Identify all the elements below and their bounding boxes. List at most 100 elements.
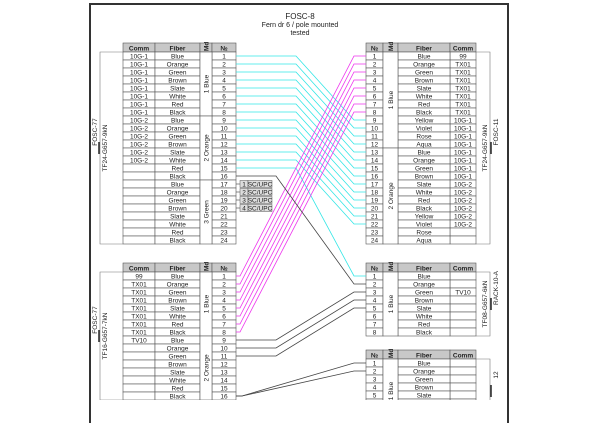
table-cell: [122, 179, 156, 189]
fiber-cell: White: [416, 190, 433, 197]
fiber-number: 13: [220, 150, 228, 157]
fiber-cell: Slate: [417, 182, 432, 189]
fiber-cell: Green: [168, 134, 186, 141]
fiber-cell: Brown: [415, 298, 434, 305]
comm-cell: 10G-1: [130, 110, 148, 117]
table-cell: [122, 383, 156, 393]
fiber-number: 3: [222, 290, 226, 297]
fiber-number: 21: [371, 214, 379, 221]
fiber-cell: Red: [418, 198, 430, 205]
column-header-label: Fiber: [416, 353, 432, 360]
fiber-cell: Blue: [417, 54, 430, 61]
comm-cell: 10G-1: [454, 134, 472, 141]
fiber-cell: Slate: [170, 86, 185, 93]
fiber-cell: Orange: [167, 190, 189, 197]
cable-label: TF16-G657-7kN: [102, 312, 109, 359]
fiber-number: 20: [220, 206, 228, 213]
comm-cell: 10G-2: [130, 118, 148, 125]
fiber-cell: Red: [418, 102, 430, 109]
column-header-label: Md: [388, 42, 395, 51]
cable-label: TF08-G657-6kN: [482, 280, 489, 327]
fiber-number: 8: [373, 110, 377, 117]
table-cell: [449, 279, 477, 289]
fiber-number: 15: [371, 166, 379, 173]
fiber-cell: Brown: [168, 142, 187, 149]
cable-bracket: [99, 51, 123, 245]
column-header-label: Fiber: [170, 266, 186, 273]
fiber-link: [236, 71, 366, 293]
fiber-cell: Black: [170, 110, 187, 117]
table-cell: [449, 382, 477, 392]
fiber-cell: Brown: [168, 206, 187, 213]
module-cell: [382, 147, 399, 245]
fiber-cell: Black: [416, 330, 433, 337]
comm-cell: 10G-1: [454, 150, 472, 157]
module-cell: [199, 179, 213, 245]
fiber-cell: Green: [168, 290, 186, 297]
fiber-number: 6: [373, 94, 377, 101]
comm-cell: 10G-2: [130, 150, 148, 157]
device-label: RACK-10-A: [493, 270, 500, 305]
fiber-number: 5: [373, 306, 377, 313]
fiber-number: 16: [220, 394, 228, 401]
fiber-number: 5: [222, 86, 226, 93]
fiber-number: 14: [220, 158, 228, 165]
fiber-cell: Rose: [416, 134, 432, 141]
column-header-label: Comm: [453, 353, 473, 360]
comm-cell: 10G-1: [130, 70, 148, 77]
comm-cell: 10G-2: [454, 182, 472, 189]
comm-cell: TX01: [455, 102, 471, 109]
fiber-number: 13: [371, 150, 379, 157]
table-cell: [122, 203, 156, 213]
table-cell: [449, 366, 477, 376]
comm-cell: 10G-1: [130, 78, 148, 85]
fiber-number: 22: [220, 222, 228, 229]
fiber-cell: Yellow: [415, 214, 434, 221]
fiber-number: 4: [222, 298, 226, 305]
fiber-link: [236, 291, 366, 341]
comm-cell: TX01: [455, 110, 471, 117]
module-label: 2 Orange: [204, 354, 211, 381]
comm-cell: 10G-2: [130, 134, 148, 141]
fiber-number: 1: [373, 274, 377, 281]
fiber-cell: Slate: [417, 306, 432, 313]
table-cell: [122, 391, 156, 400]
fiber-number: 4: [373, 78, 377, 85]
fiber-number: 3: [373, 377, 377, 384]
column-header-label: Fiber: [416, 46, 432, 53]
fiber-cell: Slate: [417, 86, 432, 93]
fiber-cell: Black: [170, 174, 187, 181]
fiber-link: [236, 175, 366, 285]
device-label: 12: [493, 371, 500, 379]
comm-cell: 99: [459, 54, 467, 61]
fiber-number: 4: [373, 385, 377, 392]
fiber-cell: Brown: [168, 298, 187, 305]
fiber-cell: Brown: [415, 174, 434, 181]
fiber-cell: Black: [170, 394, 187, 401]
fiber-number: 2: [222, 62, 226, 69]
table-cell: [449, 390, 477, 400]
fiber-cell: Blue: [171, 338, 184, 345]
column-header-label: Comm: [129, 266, 149, 273]
comm-cell: TX01: [131, 314, 147, 321]
cable-bracket: [476, 358, 491, 400]
column-header-label: №: [371, 353, 378, 360]
fiber-number: 19: [371, 198, 379, 205]
fiber-cell: Green: [168, 70, 186, 77]
fiber-number: 1: [373, 361, 377, 368]
table-cell: [449, 235, 477, 245]
fiber-cell: Aqua: [416, 238, 432, 245]
fiber-cell: Slate: [170, 214, 185, 221]
fiber-link: [236, 71, 366, 137]
fiber-cell: Violet: [416, 222, 432, 229]
fiber-cell: Brown: [415, 78, 434, 85]
fiber-link: [236, 63, 366, 129]
fiber-number: 18: [371, 190, 379, 197]
fiber-cell: Red: [172, 386, 184, 393]
fiber-number: 7: [373, 322, 377, 329]
fiber-cell: Orange: [413, 158, 435, 165]
comm-cell: 10G-1: [454, 142, 472, 149]
fiber-number: 21: [220, 214, 228, 221]
fiber-number: 11: [221, 134, 228, 141]
table-cell: [449, 311, 477, 321]
